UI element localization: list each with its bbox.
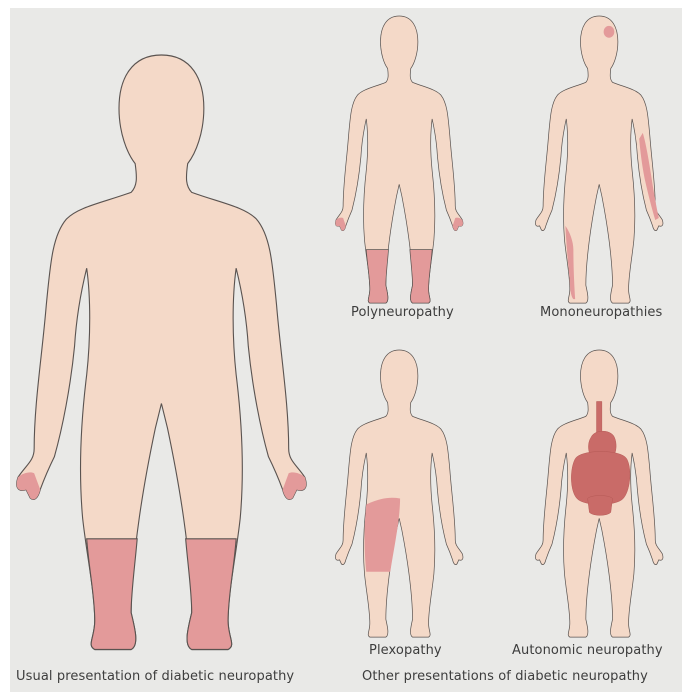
mononeuropathies-figure [535,16,663,303]
polyneuropathy-figure [335,16,463,303]
usual-presentation-caption: Usual presentation of diabetic neuropath… [16,669,294,684]
left-stocking [87,539,137,650]
cranial-nerve-spot [604,26,615,38]
autonomic-neuropathy-figure [535,350,663,637]
autonomic-neuropathy-label: Autonomic neuropathy [512,643,663,658]
plexopathy-label: Plexopathy [369,643,442,658]
plexopathy-figure [335,350,463,637]
thigh-affected [365,498,401,572]
polyneuropathy-label: Polyneuropathy [351,305,454,320]
usual-presentation-figure [17,55,306,650]
right-stocking [186,539,237,650]
mononeuropathies-label: Mononeuropathies [540,305,662,320]
other-presentations-caption: Other presentations of diabetic neuropat… [362,669,648,684]
